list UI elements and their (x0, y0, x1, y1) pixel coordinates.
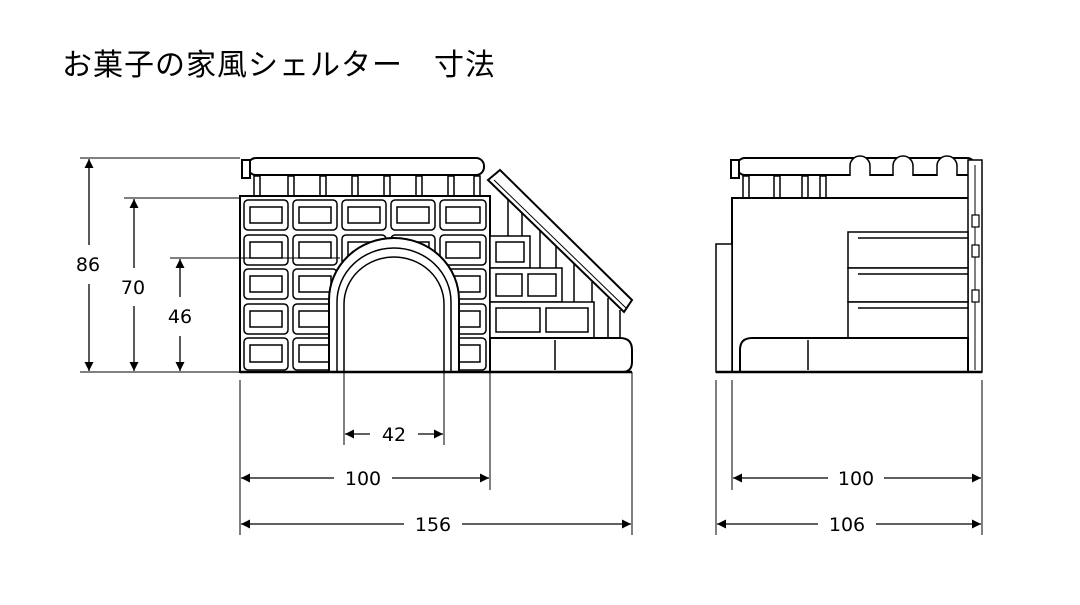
dim-depth-total: 106 (829, 514, 865, 536)
dim-width-body: 100 (345, 468, 381, 490)
dim-height-platform: 70 (121, 277, 145, 299)
dim-height-total: 86 (76, 254, 100, 276)
page-title: お菓子の家風シェルター 寸法 (62, 48, 496, 83)
front-view (239, 157, 634, 374)
stairs (489, 235, 595, 339)
dim-height-arch: 46 (168, 306, 192, 328)
side-base (739, 337, 969, 373)
dim-width-arch: 42 (382, 424, 406, 446)
side-top-rail (730, 155, 976, 199)
dim-depth-body: 100 (838, 468, 874, 490)
front-top-rail (241, 157, 485, 199)
dimension-labels: 86 70 46 42 100 156 100 106 (76, 254, 874, 536)
dim-width-total: 156 (415, 514, 451, 536)
stair-railing (486, 168, 634, 338)
dimension-lines (84, 159, 981, 529)
arch-doorway (328, 237, 460, 373)
brick-grid (243, 199, 487, 371)
extension-lines (80, 157, 983, 535)
front-base (489, 337, 633, 373)
side-steps (847, 231, 969, 339)
side-view (715, 155, 983, 374)
